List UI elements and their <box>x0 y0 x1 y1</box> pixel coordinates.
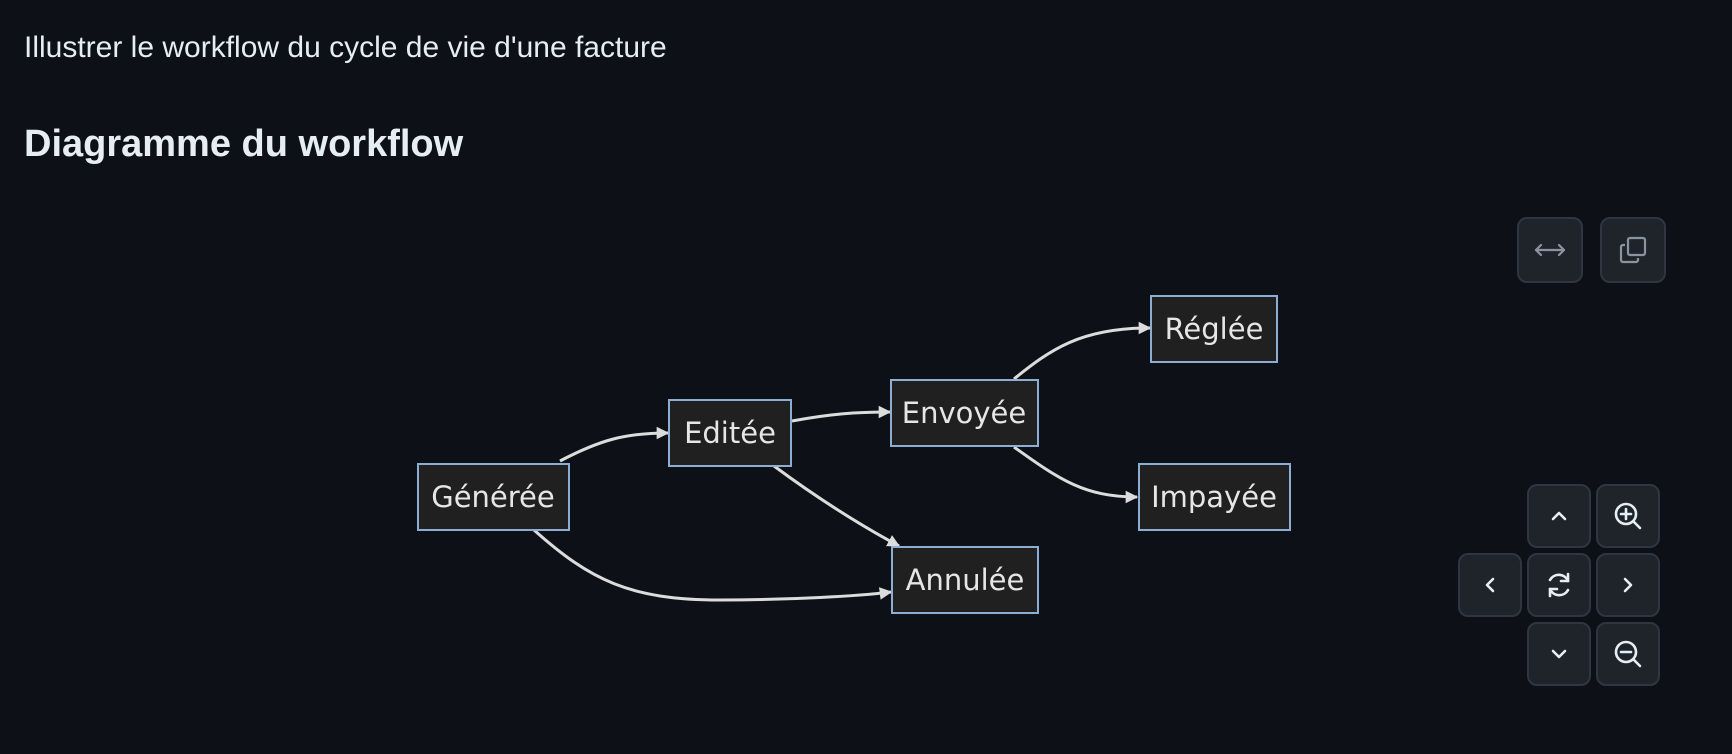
edge-generee-annulee <box>533 528 893 602</box>
node-label: Annulée <box>906 563 1025 597</box>
edge-envoyee-reglee <box>1013 321 1152 381</box>
pan-down-button[interactable] <box>1527 622 1591 686</box>
diagram-heading: Diagramme du workflow <box>24 123 464 165</box>
node-annulee: Annulée <box>891 546 1039 614</box>
edges <box>533 321 1152 602</box>
node-label: Impayée <box>1151 480 1277 514</box>
node-label: Réglée <box>1165 312 1264 346</box>
zoom-out-button[interactable] <box>1596 622 1660 686</box>
node-label: Envoyée <box>902 396 1026 430</box>
node-reglee: Réglée <box>1150 295 1278 363</box>
edge-editee-annulee <box>773 464 901 548</box>
node-label: Editée <box>684 416 776 450</box>
user-prompt: Illustrer le workflow du cycle de vie d'… <box>24 31 667 64</box>
pan-left-button[interactable] <box>1458 553 1522 617</box>
chevron-up-icon <box>1548 505 1570 527</box>
expand-button[interactable] <box>1517 217 1583 283</box>
node-envoyee: Envoyée <box>890 379 1039 447</box>
node-impayee: Impayée <box>1138 463 1291 531</box>
zoom-out-icon <box>1612 638 1644 670</box>
chevron-right-icon <box>1617 574 1639 596</box>
reset-icon <box>1543 569 1575 601</box>
edge-generee-editee <box>559 426 670 463</box>
copy-icon <box>1617 234 1649 266</box>
chevron-left-icon <box>1479 574 1501 596</box>
expand-horizontal-icon <box>1533 240 1567 260</box>
node-generee: Générée <box>417 463 570 531</box>
edge-editee-envoyee <box>791 405 892 423</box>
zoom-in-button[interactable] <box>1596 484 1660 548</box>
pan-right-button[interactable] <box>1596 553 1660 617</box>
reset-view-button[interactable] <box>1527 553 1591 617</box>
node-label: Générée <box>431 480 555 514</box>
chevron-down-icon <box>1548 643 1570 665</box>
node-editee: Editée <box>668 399 792 467</box>
zoom-in-icon <box>1612 500 1644 532</box>
copy-button[interactable] <box>1600 217 1666 283</box>
edge-envoyee-impayee <box>1013 445 1139 504</box>
pan-up-button[interactable] <box>1527 484 1591 548</box>
